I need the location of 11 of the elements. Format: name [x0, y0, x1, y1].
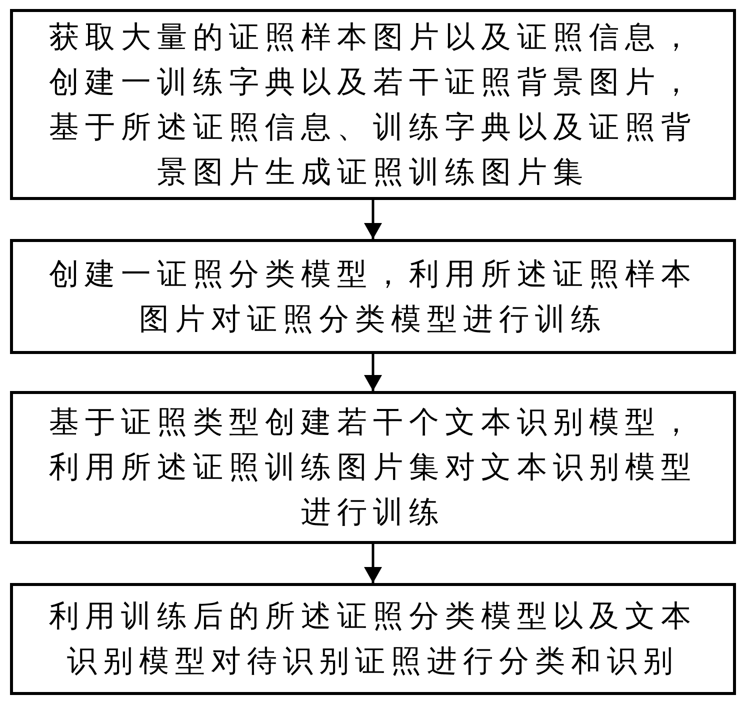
process-box: [10, 391, 736, 544]
process-box: [10, 583, 736, 695]
step-text: 利用训练后的所述证照分类模型以及文本识别模型对待识别证照进行分类和识别: [48, 599, 698, 680]
arrow: [364, 354, 382, 391]
process-box: [10, 239, 736, 354]
arrow: [364, 200, 382, 239]
step-text: 基于证照类型创建若干个文本识别模型，利用所述证照训练图片集对文本识别模型进行训练: [48, 405, 698, 531]
arrow: [364, 544, 382, 583]
process-box: [10, 9, 736, 200]
step-text: 创建一证照分类模型，利用所述证照样本图片对证照分类模型进行训练: [48, 256, 698, 338]
step-text: 获取大量的证照样本图片以及证照信息，创建一训练字典以及若干证照背景图片，基于所述证照信息、训练字典以及证照背景图片生成证照训练图片集: [48, 20, 698, 190]
